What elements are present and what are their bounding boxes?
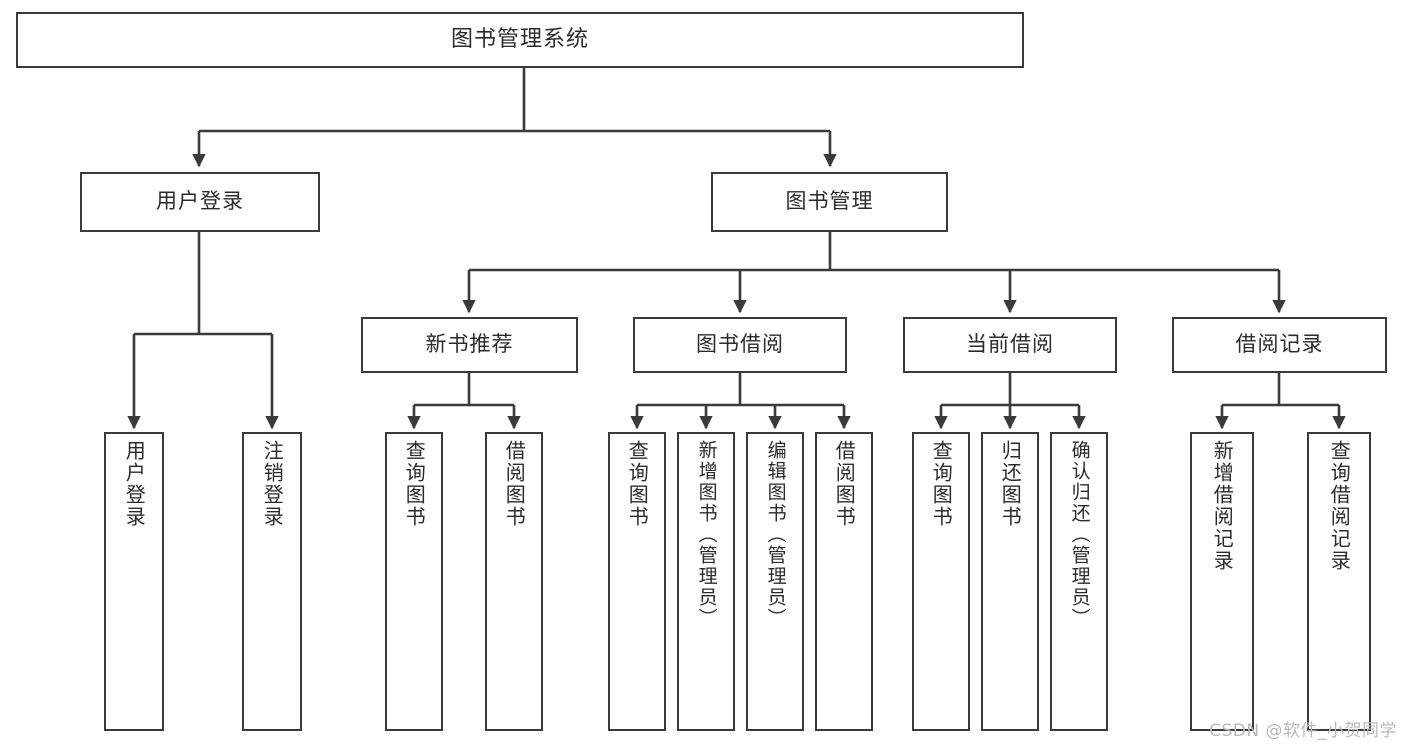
- watermark-text: CSDN @软件_小贺同学: [1209, 721, 1397, 741]
- leaf-borrow-record-query[interactable]: 查询借阅记录: [1307, 432, 1371, 731]
- node-new-book-recommend[interactable]: 新书推荐: [361, 317, 578, 373]
- node-label: 图书管理系统: [450, 26, 589, 52]
- node-borrow-record[interactable]: 借阅记录: [1172, 317, 1387, 373]
- node-label: 借阅图书: [502, 440, 527, 528]
- leaf-user-login-logout[interactable]: 注销登录: [242, 432, 302, 731]
- node-label: 借阅记录: [1235, 332, 1324, 357]
- node-label: 查询图书: [402, 440, 427, 528]
- node-label: 新增借阅记录: [1210, 440, 1235, 572]
- node-label: 图书借阅: [696, 332, 784, 357]
- leaf-borrow-record-add[interactable]: 新增借阅记录: [1190, 432, 1254, 731]
- node-label: 用户登录: [156, 189, 244, 214]
- leaf-book-borrow-query[interactable]: 查询图书: [608, 432, 666, 731]
- node-label: 归还图书: [998, 440, 1023, 528]
- node-book-management[interactable]: 图书管理: [711, 172, 948, 232]
- leaf-new-book-borrow[interactable]: 借阅图书: [485, 432, 543, 731]
- node-label: 新增图书（管理员）: [695, 440, 718, 629]
- node-label: 查询图书: [625, 440, 650, 528]
- node-label: 编辑图书（管理员）: [764, 440, 787, 629]
- leaf-current-borrow-return[interactable]: 归还图书: [981, 432, 1039, 731]
- node-label: 查询图书: [929, 440, 954, 528]
- node-label: 图书管理: [785, 189, 874, 214]
- node-label: 确认归还（管理员）: [1068, 440, 1091, 629]
- leaf-book-borrow-borrow[interactable]: 借阅图书: [815, 432, 873, 731]
- node-label: 用户登录: [122, 440, 147, 528]
- node-current-borrow[interactable]: 当前借阅: [903, 317, 1117, 373]
- leaf-user-login-login[interactable]: 用户登录: [104, 432, 164, 731]
- leaf-book-borrow-edit[interactable]: 编辑图书（管理员）: [746, 432, 804, 731]
- node-label: 新书推荐: [425, 332, 514, 357]
- node-user-login[interactable]: 用户登录: [80, 172, 320, 232]
- node-label: 查询借阅记录: [1327, 440, 1352, 572]
- leaf-new-book-query[interactable]: 查询图书: [385, 432, 443, 731]
- node-label: 当前借阅: [966, 332, 1054, 357]
- node-book-borrow[interactable]: 图书借阅: [633, 317, 847, 373]
- leaf-current-borrow-query[interactable]: 查询图书: [912, 432, 970, 731]
- node-root-system[interactable]: 图书管理系统: [16, 12, 1024, 68]
- node-label: 注销登录: [260, 440, 285, 528]
- node-label: 借阅图书: [832, 440, 857, 528]
- leaf-book-borrow-add[interactable]: 新增图书（管理员）: [677, 432, 735, 731]
- leaf-current-borrow-confirm-return[interactable]: 确认归还（管理员）: [1050, 432, 1108, 731]
